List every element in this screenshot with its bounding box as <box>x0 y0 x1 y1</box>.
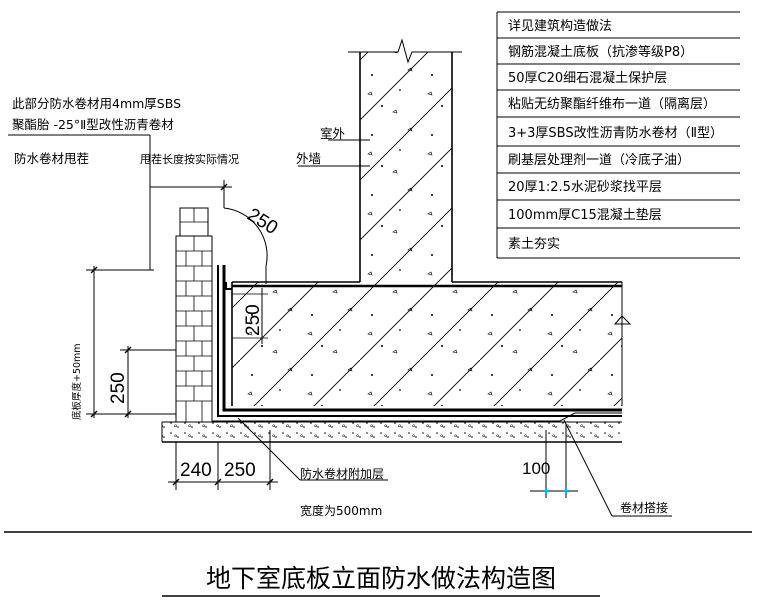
note-line-2: 聚酯胎 -25°Ⅱ型改性沥青卷材 <box>12 117 174 132</box>
drawing-title: 地下室底板立面防水做法构造图 <box>206 564 556 593</box>
exterior-label: 室外 <box>320 126 346 141</box>
reinforce-label-2: 宽度为500mm <box>300 503 382 518</box>
floor-slab <box>231 281 632 406</box>
layer-5: 刷基层处理剂一道（冷底子油） <box>508 152 690 168</box>
dimension-lines <box>86 180 578 498</box>
dim-100: 100 <box>522 459 550 478</box>
layer-4: 3+3厚SBS改性沥青防水卷材（Ⅱ型） <box>508 125 723 141</box>
flash-label: 防水卷材甩茬 <box>14 151 89 166</box>
layer-3: 粘贴无纺聚酯纤维布一道（隔离层） <box>508 96 716 112</box>
dim-240: 240 <box>180 460 212 481</box>
brick-wall <box>175 207 213 423</box>
dim-250-bottom: 250 <box>224 460 256 481</box>
layer-8: 素土夯实 <box>508 237 560 252</box>
lap-label: 卷材搭接 <box>620 500 668 515</box>
flash-length-label: 甩茬长度按实际情况 <box>140 152 239 166</box>
dim-250-corner: 250 <box>243 304 264 336</box>
leader-lines <box>8 134 672 517</box>
reinforce-label-1: 防水卷材附加层 <box>300 466 384 481</box>
layer-1: 钢筋混凝土底板（抗渗等级P8） <box>508 44 693 60</box>
waterproof-membrane <box>211 265 622 422</box>
layer-2: 50厚C20细石混凝土保护层 <box>508 70 667 86</box>
base-cushion <box>161 421 622 443</box>
note-line-1: 此部分防水卷材用4mm厚SBS <box>12 96 181 111</box>
vertical-dim-label: 底板厚度+50mm <box>71 343 83 420</box>
outer-wall <box>348 38 462 282</box>
layer-table: 详见建筑构造做法 钢筋混凝土底板（抗渗等级P8） 50厚C20细石混凝土保护层 … <box>496 11 740 259</box>
layer-0: 详见建筑构造做法 <box>508 18 612 34</box>
outer-wall-label: 外墙 <box>296 151 321 166</box>
dim-250-arc: 250 <box>243 204 281 239</box>
dim-250-left: 250 <box>108 372 129 404</box>
layer-7: 100mm厚C15混凝土垫层 <box>508 207 662 223</box>
layer-6: 20厚1:2.5水泥砂浆找平层 <box>508 180 662 195</box>
